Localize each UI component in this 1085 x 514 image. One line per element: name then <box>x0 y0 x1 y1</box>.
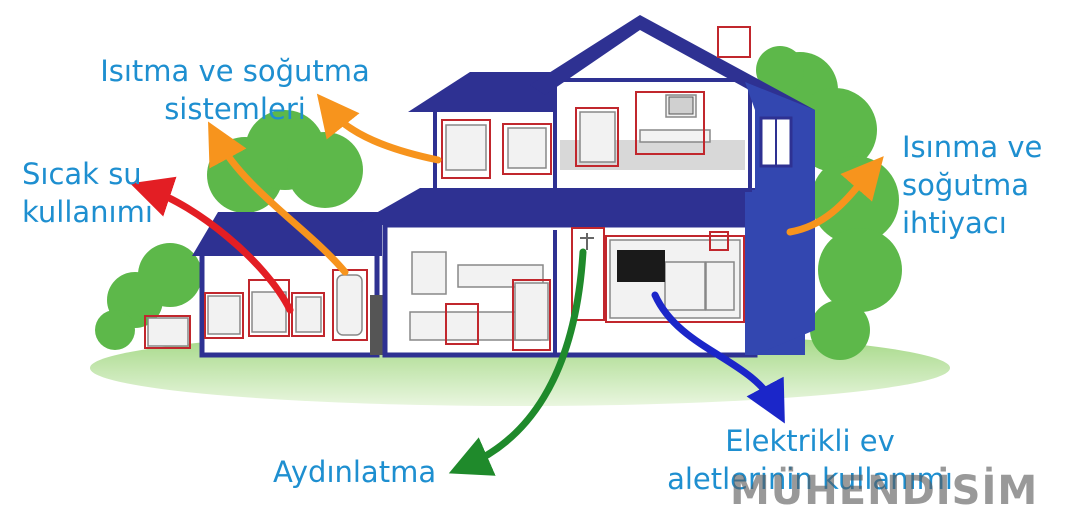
label-hvac-systems: Isıtma ve soğutma sistemleri <box>90 52 380 128</box>
arrow-icon <box>448 248 587 476</box>
arrow-icon <box>130 176 294 314</box>
label-hot-water: Sıcak su kullanımı <box>22 155 153 231</box>
label-line: Elektrikli ev <box>725 424 895 458</box>
arrow-icon <box>208 121 349 276</box>
arrow-icon <box>786 156 884 236</box>
label-appliances: Elektrikli ev aletlerinin kullanımı <box>640 422 980 498</box>
computer-icon <box>668 96 694 115</box>
label-line: aletlerinin kullanımı <box>667 462 953 496</box>
label-line: sistemleri <box>164 92 306 126</box>
label-line: ihtiyacı <box>902 206 1007 240</box>
label-line: Isınma ve <box>902 130 1043 164</box>
upper-floor <box>408 15 815 355</box>
label-line: kullanımı <box>22 195 153 229</box>
label-heating-cooling-need: Isınma ve soğutma ihtiyacı <box>902 128 1042 242</box>
watermark: MÜHENDİSİM <box>730 468 1039 514</box>
label-line: soğutma <box>902 168 1030 202</box>
label-line: Isıtma ve soğutma <box>100 54 370 88</box>
television-icon <box>617 250 665 282</box>
arrow-icon <box>651 291 785 424</box>
label-lighting: Aydınlatma <box>273 453 436 491</box>
arrow-icon <box>316 93 442 164</box>
label-line: Aydınlatma <box>273 455 437 489</box>
ceiling-lamp-icon <box>580 233 594 250</box>
label-line: Sıcak su <box>22 157 142 191</box>
furnishings <box>147 94 741 347</box>
